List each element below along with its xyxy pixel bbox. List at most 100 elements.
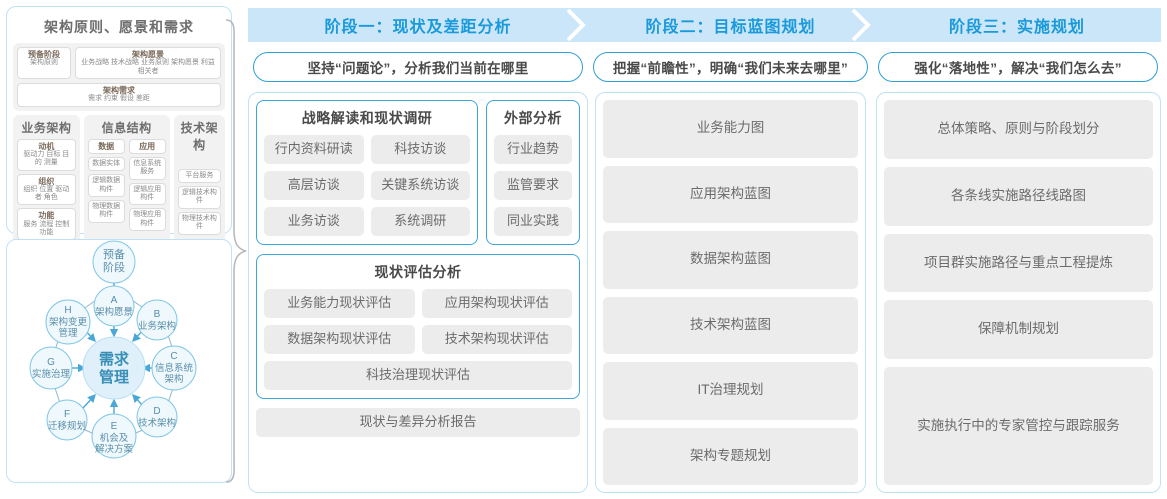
framework-prep-header: 预备阶段: [28, 50, 60, 59]
list-item[interactable]: 保障机制规划: [884, 300, 1153, 360]
svg-text:架构变更: 架构变更: [49, 316, 88, 328]
external-analysis-items: 行业趋势 监管要求 同业实践: [494, 135, 572, 236]
phase-1-subtitle: 坚持“问题论”，分析我们当前在哪里: [253, 52, 583, 82]
list-item[interactable]: 关键系统访谈: [370, 171, 470, 200]
list-item[interactable]: 技术架构蓝图: [603, 296, 858, 354]
framework-requirements-cell: 架构需求 需求 约束 假设 差距: [17, 82, 221, 107]
phase-2-subtitle: 把握“前瞻性”，明确“我们未来去哪里”: [593, 52, 868, 82]
adm-cycle-diagram: 需求 管理 预备 阶段 A 架构愿景 B 业务架构 C 信息系统 架构: [29, 240, 197, 459]
list-item[interactable]: 业务访谈: [264, 207, 364, 236]
list-item[interactable]: 技术架构现状评估: [421, 325, 572, 354]
svg-text:C: C: [170, 351, 177, 362]
list-item[interactable]: 架构专题规划: [603, 427, 858, 485]
list-item[interactable]: 项目群实施路径与重点工程提炼: [884, 233, 1153, 293]
framework-information-structure: 信息结构 数据 数据实体 逻辑数据构件: [83, 114, 170, 245]
list-item[interactable]: 行内资料研读: [264, 135, 364, 164]
phase-1-banner-text: 阶段一：现状及差距分析: [324, 19, 512, 36]
framework-application-subcolumn: 应用 信息系统服务 逻辑应用构件 物理应用构件: [128, 138, 166, 232]
list-item[interactable]: 数据架构蓝图: [603, 231, 858, 289]
adm-cycle-card: 需求 管理 预备 阶段 A 架构愿景 B 业务架构 C 信息系统 架构: [6, 239, 232, 483]
list-item[interactable]: 业务能力现状评估: [264, 289, 415, 318]
phase-3-items: 总体策略、原则与阶段划分 各条线实施路径线路图 项目群实施路径与重点工程提炼 保…: [884, 100, 1153, 485]
phase-1-output[interactable]: 现状与差异分析报告: [256, 408, 580, 437]
svg-text:F: F: [64, 409, 70, 420]
framework-title: 架构原则、愿景和需求: [44, 19, 194, 35]
framework-requirements-header: 架构需求: [103, 85, 135, 95]
svg-text:业务架构: 业务架构: [138, 320, 176, 332]
phase-2-banner: 阶段二：目标蓝图规划: [588, 8, 873, 42]
strategy-research-group: 战略解读和现状调研 行内资料研读 科技访谈 高层访谈 关键系统访谈 业务访谈 系…: [256, 100, 478, 245]
phase-2-subtitle-text: 把握“前瞻性”，明确“我们未来去哪里”: [612, 61, 849, 76]
framework-requirements-sub: 需求 约束 假设 差距: [88, 95, 150, 103]
svg-text:预备: 预备: [103, 247, 125, 261]
svg-text:D: D: [153, 406, 160, 417]
framework-technology-architecture-header: 技术架构: [180, 120, 219, 152]
list-item[interactable]: 实施执行中的专家管控与跟踪服务: [884, 367, 1153, 485]
brace-connector: [225, 19, 247, 483]
current-state-assessment-title: 现状评估分析: [374, 264, 462, 280]
framework-prep-sub: 架构原则: [30, 59, 58, 67]
list-item[interactable]: 业务能力图: [603, 100, 858, 158]
list-item[interactable]: 高层访谈: [264, 171, 364, 200]
framework-cell: 动机 驱动力 目标 目的 测量: [17, 138, 76, 171]
strategy-research-items: 行内资料研读 科技访谈 高层访谈 关键系统访谈 业务访谈 系统调研: [264, 135, 470, 236]
framework-information-structure-header: 信息结构: [101, 120, 152, 135]
list-item[interactable]: 科技治理现状评估: [264, 361, 572, 390]
list-item[interactable]: 总体策略、原则与阶段划分: [884, 100, 1153, 159]
framework-vision-sub: 业务战略 技术战略 业务原则 架构愿景 利益相关者: [81, 59, 215, 75]
phase-2-items: 业务能力图 应用架构蓝图 数据架构蓝图 技术架构蓝图 IT治理规划 架构专题规划: [603, 100, 858, 485]
list-item[interactable]: IT治理规划: [603, 362, 858, 420]
svg-text:阶段: 阶段: [103, 260, 125, 274]
svg-text:B: B: [154, 309, 161, 320]
framework-vision-cell: 架构愿景 业务战略 技术战略 业务原则 架构愿景 利益相关者: [75, 47, 221, 79]
svg-text:实施治理: 实施治理: [32, 368, 71, 380]
strategy-research-title: 战略解读和现状调研: [301, 110, 433, 126]
list-item[interactable]: 应用架构现状评估: [421, 289, 572, 318]
list-item[interactable]: 行业趋势: [494, 135, 572, 164]
list-item[interactable]: 应用架构蓝图: [603, 165, 858, 223]
phase-1-column: 战略解读和现状调研 行内资料研读 科技访谈 高层访谈 关键系统访谈 业务访谈 系…: [248, 92, 588, 493]
phase-2-banner-text: 阶段二：目标蓝图规划: [645, 19, 816, 36]
framework-prep-cell: 预备阶段 架构原则: [17, 47, 71, 79]
framework-business-architecture-header: 业务架构: [21, 120, 72, 135]
svg-text:E: E: [111, 421, 118, 432]
framework-business-architecture: 业务架构 动机 驱动力 目标 目的 测量 组织 组织 位置 驱动者 角色 功能 …: [13, 114, 80, 245]
framework-top-group: 预备阶段 架构原则 架构愿景 业务战略 技术战略 业务原则 架构愿景 利益相关者…: [13, 43, 225, 111]
framework-cell: 组织 组织 位置 驱动者 角色: [17, 173, 76, 206]
svg-text:管理: 管理: [99, 368, 129, 386]
framework-vision-header: 架构愿景: [132, 50, 164, 59]
phase-3-column: 总体策略、原则与阶段划分 各条线实施路径线路图 项目群实施路径与重点工程提炼 保…: [876, 92, 1161, 493]
phase-separator-chevron-1: [566, 8, 592, 42]
framework-technology-architecture: 技术架构 平台服务 逻辑技术构件 物理技术构件: [173, 114, 225, 245]
svg-text:H: H: [64, 305, 71, 316]
phase-2-column: 业务能力图 应用架构蓝图 数据架构蓝图 技术架构蓝图 IT治理规划 架构专题规划: [595, 92, 866, 493]
svg-text:管理: 管理: [58, 327, 78, 339]
list-item[interactable]: 数据架构现状评估: [264, 325, 415, 354]
list-item[interactable]: 各条线实施路径线路图: [884, 166, 1153, 226]
svg-text:架构: 架构: [164, 373, 183, 385]
list-item[interactable]: 监管要求: [494, 171, 572, 200]
framework-data-subcolumn: 数据 数据实体 逻辑数据构件 物理数据构件: [87, 138, 125, 232]
current-state-assessment-items: 业务能力现状评估 应用架构现状评估 数据架构现状评估 技术架构现状评估 科技治理…: [264, 289, 572, 390]
phase-3-banner: 阶段三：实施规划: [873, 8, 1161, 42]
svg-text:A: A: [111, 295, 118, 306]
phase-3-subtitle-text: 强化“落地性”，解决“我们怎么去”: [914, 61, 1122, 76]
external-analysis-title: 外部分析: [504, 110, 562, 126]
list-item[interactable]: 科技访谈: [370, 135, 470, 164]
svg-text:机会及: 机会及: [100, 432, 129, 444]
togaf-content-framework-card: 架构原则、愿景和需求 预备阶段 架构原则 架构愿景 业务战略 技术战略 业务原则…: [6, 6, 232, 290]
svg-text:信息系统: 信息系统: [155, 362, 194, 374]
svg-text:迁移规划: 迁移规划: [48, 420, 86, 432]
external-analysis-group: 外部分析 行业趋势 监管要求 同业实践: [486, 100, 580, 245]
current-state-assessment-group: 现状评估分析 业务能力现状评估 应用架构现状评估 数据架构现状评估 技术架构现状…: [256, 254, 580, 399]
phase-1-banner: 阶段一：现状及差距分析: [248, 8, 588, 42]
list-item[interactable]: 同业实践: [494, 207, 572, 236]
left-column: 架构原则、愿景和需求 预备阶段 架构原则 架构愿景 业务战略 技术战略 业务原则…: [6, 6, 232, 483]
svg-text:技术架构: 技术架构: [138, 417, 176, 429]
phase-1-subtitle-text: 坚持“问题论”，分析我们当前在哪里: [307, 61, 529, 76]
svg-text:G: G: [47, 357, 55, 368]
phase-1-top-groups: 战略解读和现状调研 行内资料研读 科技访谈 高层访谈 关键系统访谈 业务访谈 系…: [256, 100, 580, 245]
framework-cell: 功能 服务 流程 控制 功能: [17, 208, 76, 241]
list-item[interactable]: 系统调研: [370, 207, 470, 236]
